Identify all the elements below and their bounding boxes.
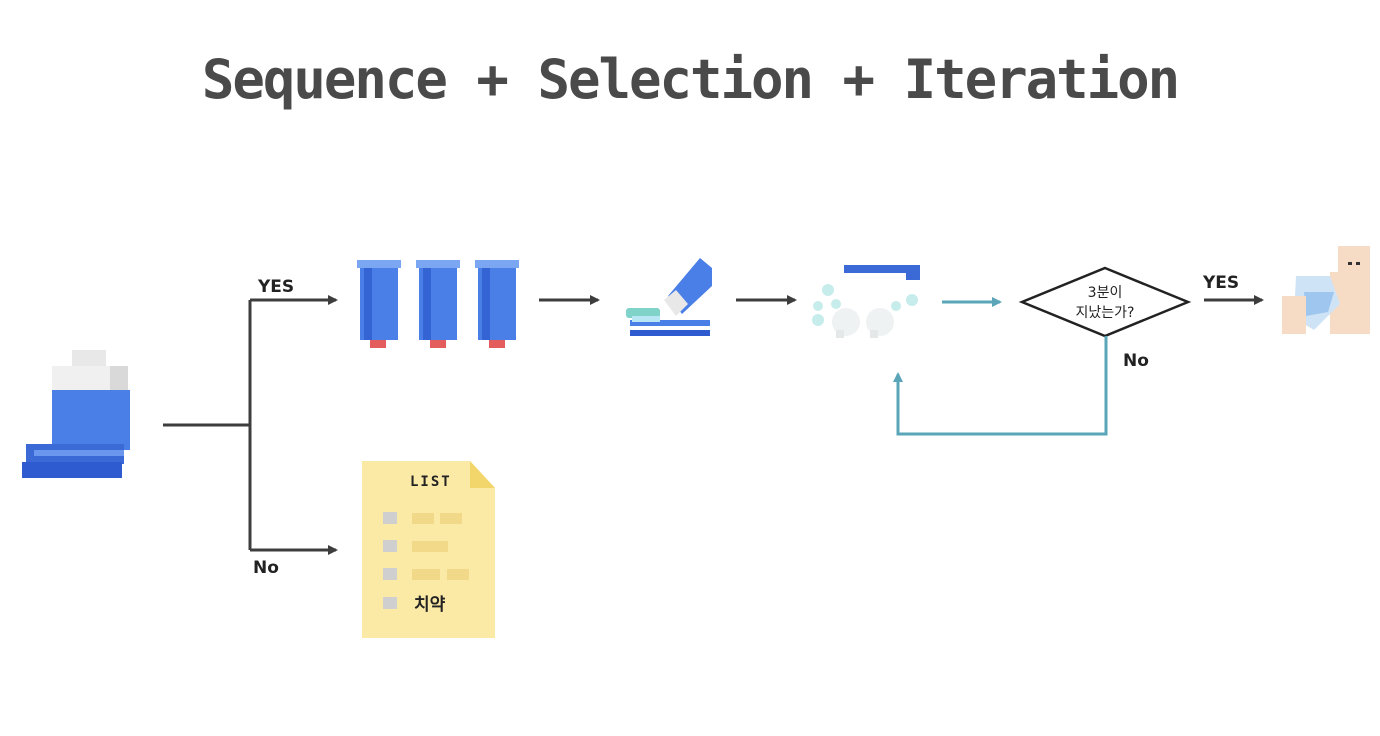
decision-diamond xyxy=(1018,266,1192,338)
branch-yes-label: YES xyxy=(257,277,294,297)
decision-no-label: No xyxy=(1123,351,1149,371)
diagram-title: Sequence + Selection + Iteration xyxy=(201,48,1180,111)
branch-no-label: No xyxy=(253,558,279,578)
decision-question-line1: 3분이 xyxy=(1088,285,1123,301)
toothpaste-tube-icon xyxy=(22,350,130,478)
selection-branch xyxy=(163,295,338,555)
list-item-label: 치약 xyxy=(414,594,446,615)
foam-teeth-icon xyxy=(812,265,920,338)
drinking-water-icon xyxy=(1282,246,1370,334)
toothbrush-icon xyxy=(626,258,712,336)
list-note-icon xyxy=(362,461,495,638)
decision-question-line2: 지났는가? xyxy=(1076,305,1135,321)
decision-yes-label: YES xyxy=(1202,273,1239,293)
loop-arrow-no xyxy=(893,336,1108,436)
list-title: LIST xyxy=(410,474,452,490)
cups-icon xyxy=(357,260,519,348)
